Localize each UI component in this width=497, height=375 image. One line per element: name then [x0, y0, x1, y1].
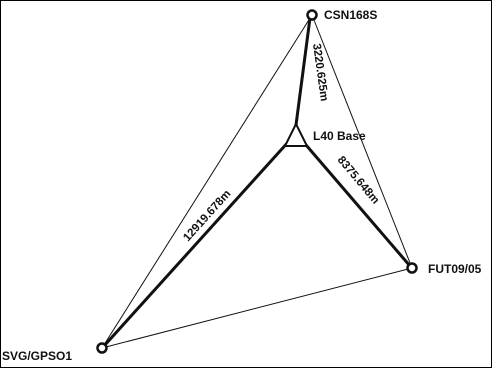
- station-label-svg: SVG/GPSO1: [2, 349, 72, 363]
- distance-label-l40-svg: 12919.678m: [181, 188, 233, 244]
- baseline-l40-csn: [294, 17, 312, 126]
- link-csn-svg: [101, 14, 313, 349]
- circle-target-icon: [96, 342, 108, 354]
- baseline-l40-svg: [102, 138, 292, 348]
- distance-label-l40-fut: 8375.648m: [335, 154, 382, 206]
- station-label-csn: CSN168S: [324, 8, 377, 22]
- diagram-border: [0, 0, 492, 368]
- link-csn-fut: [311, 14, 413, 269]
- circle-target-icon: [306, 9, 318, 21]
- link-svg-fut: [101, 267, 413, 349]
- circle-target-icon: [406, 262, 418, 274]
- baseline-l40-fut: [298, 137, 412, 267]
- station-label-l40: L40 Base: [313, 129, 366, 143]
- triangle-base-icon: [283, 121, 309, 147]
- station-label-fut: FUT09/05: [428, 262, 482, 276]
